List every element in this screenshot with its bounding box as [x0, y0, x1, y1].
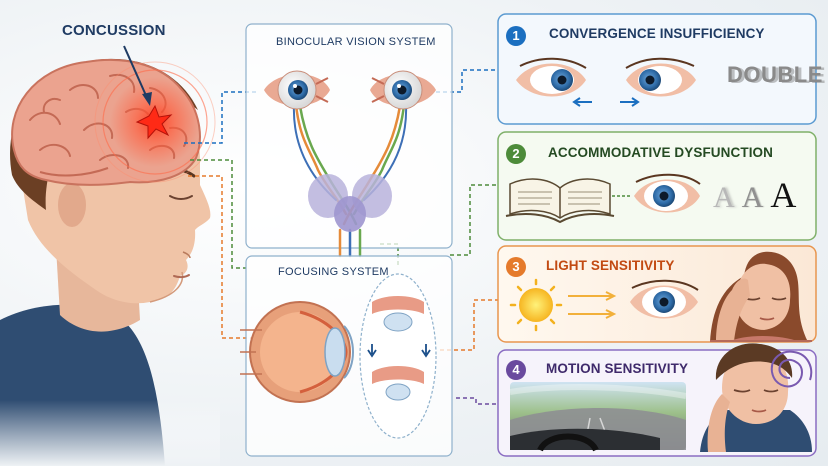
- card-accommodative-dysfunction: [497, 131, 817, 241]
- lens-accommodation-inset: [359, 273, 437, 439]
- card-light-sensitivity: [497, 245, 817, 343]
- left-eye-icon: [264, 70, 330, 110]
- blur-letter-2: A: [741, 181, 764, 214]
- card1-title: CONVERGENCE INSUFFICIENCY: [549, 26, 765, 41]
- card2-eye-icon: [634, 173, 701, 213]
- binocular-vision-title: BINOCULAR VISION SYSTEM: [276, 36, 436, 48]
- woman-headache-illustration: [710, 251, 812, 342]
- card2-number-badge: 2: [506, 144, 526, 164]
- sun-icon: [509, 278, 563, 332]
- clear-letter: A: [770, 175, 797, 215]
- brain-icon: [11, 58, 216, 186]
- arrow-right-icon: [620, 97, 640, 107]
- card1-eye-left-icon: [516, 57, 587, 97]
- book-icon: [505, 178, 615, 224]
- card3-number-badge: 3: [506, 257, 526, 277]
- light-ray-2: [568, 309, 617, 319]
- connector-lines: [184, 69, 498, 405]
- blur-letter-1: A: [713, 181, 735, 214]
- double-vision-text: DOUBLE: [727, 62, 823, 87]
- concussion-label: CONCUSSION: [62, 22, 166, 39]
- light-ray-1: [568, 291, 617, 301]
- card4-title: MOTION SENSITIVITY: [546, 361, 689, 376]
- card3-eye-icon: [630, 279, 699, 319]
- card-motion-sensitivity: [497, 343, 817, 457]
- concussion-pointer: [123, 45, 149, 101]
- arrow-left-icon: [572, 97, 592, 107]
- road-windshield-illustration: [509, 382, 687, 452]
- card4-number-badge: 4: [506, 360, 526, 380]
- eye-cross-section-icon: [240, 301, 354, 403]
- focusing-system-title: FOCUSING SYSTEM: [278, 266, 389, 278]
- card1-number-badge: 1: [506, 26, 526, 46]
- right-eye-icon: [370, 70, 436, 110]
- card1-eye-right-icon: [625, 57, 696, 97]
- optic-chiasm: [308, 174, 392, 232]
- spiral-icon: [770, 350, 813, 388]
- card3-title: LIGHT SENSITIVITY: [546, 258, 675, 273]
- card2-title: ACCOMMODATIVE DYSFUNCTION: [548, 145, 773, 160]
- steering-wheel-icon: [537, 433, 599, 452]
- card-convergence-insufficiency: [497, 13, 817, 125]
